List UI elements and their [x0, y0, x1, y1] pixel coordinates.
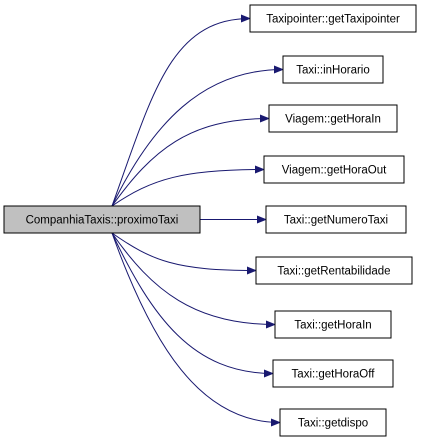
- call-edge: [111, 232, 274, 378]
- call-edge-8: [111, 232, 281, 427]
- target-node-label: Taxi::getNumeroTaxi: [284, 215, 388, 227]
- call-edge: [111, 165, 265, 207]
- call-edge-2: [111, 114, 270, 207]
- target-node-taxi-getrentabilidade[interactable]: Taxi::getRentabilidade: [255, 256, 413, 285]
- target-node-label: Viagem::getHoraOut: [282, 165, 387, 177]
- call-edge: [111, 14, 251, 207]
- target-node-label: Taxi::getdispo: [298, 418, 368, 430]
- target-node-viagem-gethoraout[interactable]: Viagem::getHoraOut: [263, 155, 405, 184]
- target-node-label: Taxi::getHoraIn: [294, 320, 371, 332]
- target-node-taxi-gethorain[interactable]: Taxi::getHoraIn: [274, 310, 392, 339]
- call-edge: [111, 114, 270, 207]
- call-edge-1: [111, 65, 284, 207]
- target-node-taxipointer-gettaxipointer[interactable]: Taxipointer::getTaxipointer: [249, 4, 417, 33]
- call-edge-0: [111, 14, 251, 207]
- call-edge: [111, 232, 257, 275]
- call-edge-3: [111, 165, 265, 207]
- target-node-label: Taxi::inHorario: [296, 65, 370, 77]
- target-node-taxi-inhorario[interactable]: Taxi::inHorario: [282, 55, 384, 84]
- target-node-label: Viagem::getHoraIn: [285, 114, 381, 126]
- call-edge-5: [111, 232, 257, 275]
- target-node-label: Taxi::getRentabilidade: [277, 266, 390, 278]
- call-edge-7: [111, 232, 274, 378]
- target-node-taxi-getnumerotaxi[interactable]: Taxi::getNumeroTaxi: [265, 205, 407, 234]
- call-edge: [111, 65, 284, 207]
- target-node-label: Taxi::getHoraOff: [292, 369, 376, 381]
- call-edge-6: [111, 232, 276, 329]
- target-node-viagem-gethorain[interactable]: Viagem::getHoraIn: [268, 104, 398, 133]
- source-node-label: CompanhiaTaxis::proximoTaxi: [26, 215, 179, 227]
- target-node-taxi-getdispo[interactable]: Taxi::getdispo: [279, 408, 387, 437]
- target-node-taxi-gethoraoff[interactable]: Taxi::getHoraOff: [272, 359, 394, 388]
- source-node[interactable]: CompanhiaTaxis::proximoTaxi: [3, 205, 201, 234]
- call-edge: [111, 232, 276, 329]
- target-node-label: Taxipointer::getTaxipointer: [266, 14, 400, 26]
- call-edge: [111, 232, 281, 427]
